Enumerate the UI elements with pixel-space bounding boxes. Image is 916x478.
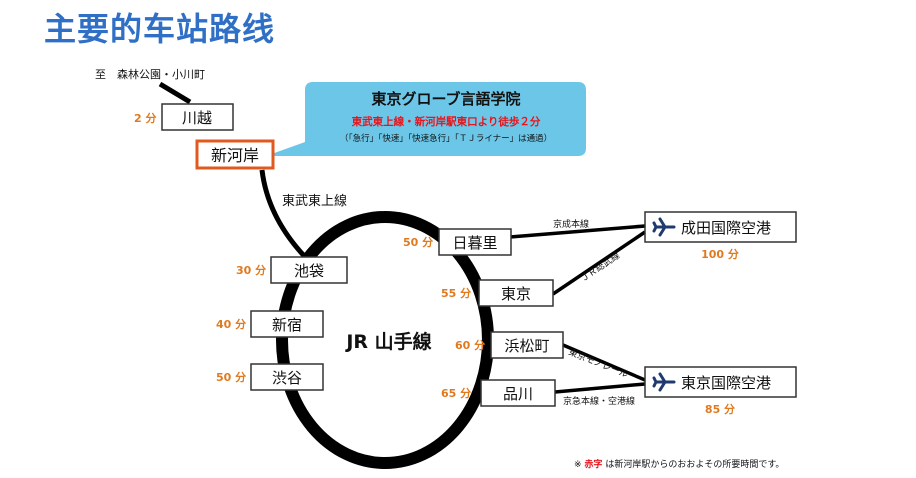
station-shibuya: 渋谷 [250,363,324,391]
airport-haneda: 東京国際空港 [644,366,797,398]
page-title: 主要的车站路线 [44,10,276,48]
station-ikebukuro: 池袋 [270,256,348,284]
station-nippori-label: 日暮里 [452,234,497,252]
line-label-keisei: 京成本線 [553,218,589,230]
station-tokyo-label: 東京 [501,285,531,303]
station-nippori: 日暮里 [438,228,512,256]
station-shinjuku-label: 新宿 [272,316,302,334]
line-label-keikyu: 京急本線・空港線 [563,395,635,407]
footnote-prefix: ※ [574,460,582,470]
station-kawagoe: 川越 [161,103,234,131]
airport-narita-label: 成田国際空港 [681,219,771,237]
station-kawagoe-label: 川越 [182,109,212,127]
tobu-tojo-track [259,169,312,264]
time-ikebukuro: 30 分 [236,263,266,277]
time-shinjuku: 40 分 [216,317,246,331]
station-shinjuku: 新宿 [250,310,324,338]
track-lines [158,81,646,469]
destination-note: 至 森林公園・小川町 [95,67,205,81]
tobu-tojo-track-north [158,81,192,105]
station-hamamatsucho-label: 浜松町 [504,337,549,355]
callout-bubble [266,82,586,156]
station-hamamatsucho: 浜松町 [490,331,564,359]
jr-sobu-track [552,230,646,296]
keikyu-track [554,382,646,394]
station-shingashi-label: 新河岸 [211,146,259,165]
school-callout: 東京グローブ言語学院 東武東上線・新河岸駅東口より徒歩２分 （「急行」「快速」「… [266,82,586,156]
station-tokyo: 東京 [478,279,554,307]
time-kawagoe: 2 分 [134,111,156,125]
time-tokyo: 55 分 [441,286,471,300]
airplane-icon [652,372,676,392]
callout-note: （「急行」「快速」「快速急行」「ＴＪライナー」は通過） [340,133,552,144]
station-shinagawa-label: 品川 [503,385,533,403]
airport-narita: 成田国際空港 [644,211,797,243]
airport-haneda-label: 東京国際空港 [681,374,771,392]
line-label-jr-yamanote: JR 山手線 [344,330,431,353]
callout-access: 東武東上線・新河岸駅東口より徒歩２分 [352,115,541,128]
station-shibuya-label: 渋谷 [272,369,302,387]
footnote: ※ 赤字 は新河岸駅からのおおよその所要時間です。 [574,458,784,470]
time-nippori: 50 分 [403,235,433,249]
time-hamamatsucho: 60 分 [455,338,485,352]
line-label-jr-sobu: ＪＲ総武線 [578,249,622,284]
time-shinagawa: 65 分 [441,386,471,400]
line-label-tobu-tojo: 東武東上線 [282,193,347,209]
footnote-rest: は新河岸駅からのおおよその所要時間です。 [605,458,784,470]
time-narita: 100 分 [701,247,739,261]
callout-title: 東京グローブ言語学院 [371,90,520,108]
jr-yamanote-loop [276,211,494,469]
keisei-track [509,224,646,239]
station-ikebukuro-label: 池袋 [294,262,324,280]
station-shingashi: 新河岸 [195,139,275,170]
time-shibuya: 50 分 [216,370,246,384]
line-label-monorail: 東京モノレール [567,346,630,381]
time-haneda: 85 分 [705,402,735,416]
monorail-track [562,343,646,382]
footnote-highlight: 赤字 [584,458,602,470]
airplane-icon [652,217,676,237]
station-shinagawa: 品川 [480,379,556,407]
